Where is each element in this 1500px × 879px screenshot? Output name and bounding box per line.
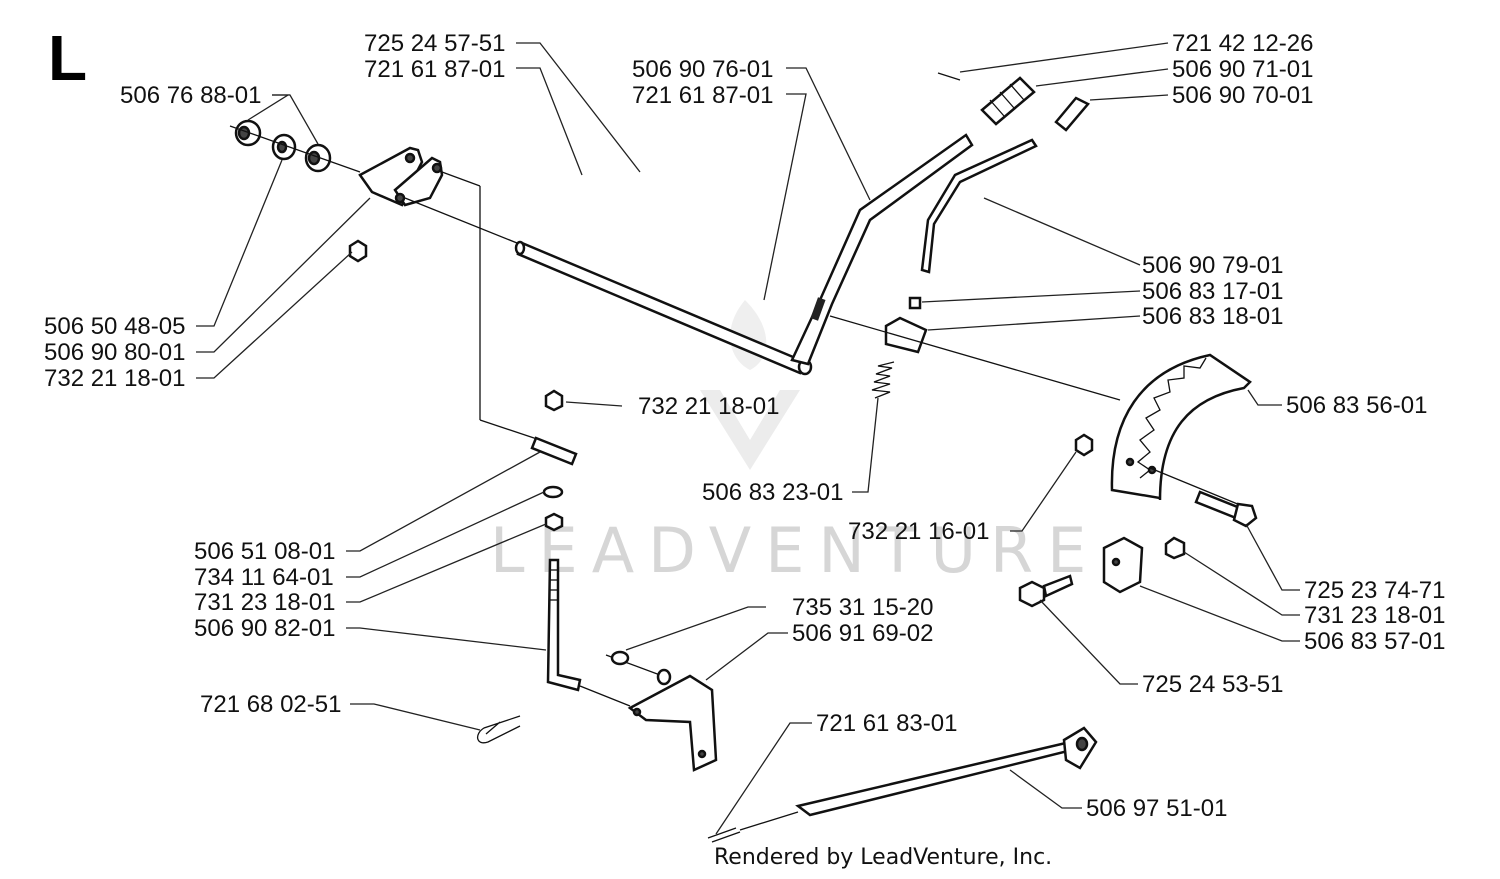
spring — [871, 361, 895, 399]
label-732-21-16-01: 732 21 16-01 — [848, 518, 989, 545]
nut-left — [348, 239, 368, 263]
label-506-97-51-01: 506 97 51-01 — [1086, 795, 1227, 822]
nut-clamp — [1164, 536, 1186, 560]
spacer-parts — [229, 119, 361, 173]
label-725-24-53-51: 725 24 53-51 — [1142, 671, 1283, 698]
label-725-23-74-71: 725 23 74-71 — [1304, 577, 1445, 604]
bolt-clamp — [1018, 574, 1074, 608]
label-721-61-87-01-a: 721 61 87-01 — [364, 56, 505, 83]
label-506-90-70-01: 506 90 70-01 — [1172, 82, 1313, 109]
part-labels: 725 24 57-51 721 61 87-01 506 76 88-01 5… — [44, 30, 1445, 822]
label-506-90-82-01: 506 90 82-01 — [194, 615, 335, 642]
watermark: LEADVENTURE — [490, 300, 1100, 587]
label-731-23-18-01-a: 731 23 18-01 — [194, 589, 335, 616]
label-734-11-64-01: 734 11 64-01 — [194, 564, 334, 591]
label-732-21-18-01-a: 732 21 18-01 — [44, 365, 185, 392]
label-506-83-56-01: 506 83 56-01 — [1286, 392, 1427, 419]
section-letter: L — [48, 22, 87, 94]
label-506-90-76-01: 506 90 76-01 — [632, 56, 773, 83]
latch-block — [884, 316, 928, 354]
credit-text: Rendered by LeadVenture, Inc. — [714, 845, 1052, 870]
nut-quadrant — [1074, 433, 1094, 457]
release-rod — [920, 96, 1090, 274]
pivot-pin-assembly — [441, 171, 578, 532]
lever-plate — [579, 650, 718, 772]
label-506-83-18-01: 506 83 18-01 — [1142, 303, 1283, 330]
label-721-61-83-01: 721 61 83-01 — [816, 710, 957, 737]
label-506-51-08-01: 506 51 08-01 — [194, 538, 335, 565]
pivot-bracket — [358, 146, 444, 207]
main-shaft — [404, 197, 813, 376]
clamp-block — [1102, 536, 1144, 594]
label-506-90-71-01: 506 90 71-01 — [1172, 56, 1313, 83]
handle-lever — [790, 133, 974, 366]
watermark-text: LEADVENTURE — [490, 514, 1100, 587]
label-731-23-18-01-b: 731 23 18-01 — [1304, 602, 1445, 629]
label-725-24-57-51: 725 24 57-51 — [364, 30, 505, 57]
parts-drawing — [229, 72, 1258, 843]
label-506-90-80-01: 506 90 80-01 — [44, 339, 185, 366]
label-721-61-87-01-b: 721 61 87-01 — [632, 82, 773, 109]
label-732-21-18-01-b: 732 21 18-01 — [638, 393, 779, 420]
label-506-50-48-05: 506 50 48-05 — [44, 313, 185, 340]
label-721-68-02-51: 721 68 02-51 — [200, 691, 341, 718]
label-735-31-15-20: 735 31 15-20 — [792, 594, 933, 621]
label-506-83-17-01: 506 83 17-01 — [1142, 278, 1283, 305]
label-506-90-79-01: 506 90 79-01 — [1142, 252, 1283, 279]
label-506-91-69-02: 506 91 69-02 — [792, 620, 933, 647]
bolt-quadrant — [1149, 467, 1258, 528]
label-506-76-88-01: 506 76 88-01 — [120, 82, 261, 109]
label-506-83-23-01: 506 83 23-01 — [702, 479, 843, 506]
label-721-42-12-26: 721 42 12-26 — [1172, 30, 1313, 57]
leader-lines — [196, 42, 1300, 835]
quadrant-sector — [1110, 353, 1252, 501]
latch-pin — [908, 296, 922, 310]
threaded-rod — [546, 558, 582, 692]
label-506-83-57-01: 506 83 57-01 — [1304, 628, 1445, 655]
link-rod — [707, 726, 1098, 843]
handle-grip — [937, 72, 1036, 126]
hairpin-clip — [477, 715, 521, 744]
